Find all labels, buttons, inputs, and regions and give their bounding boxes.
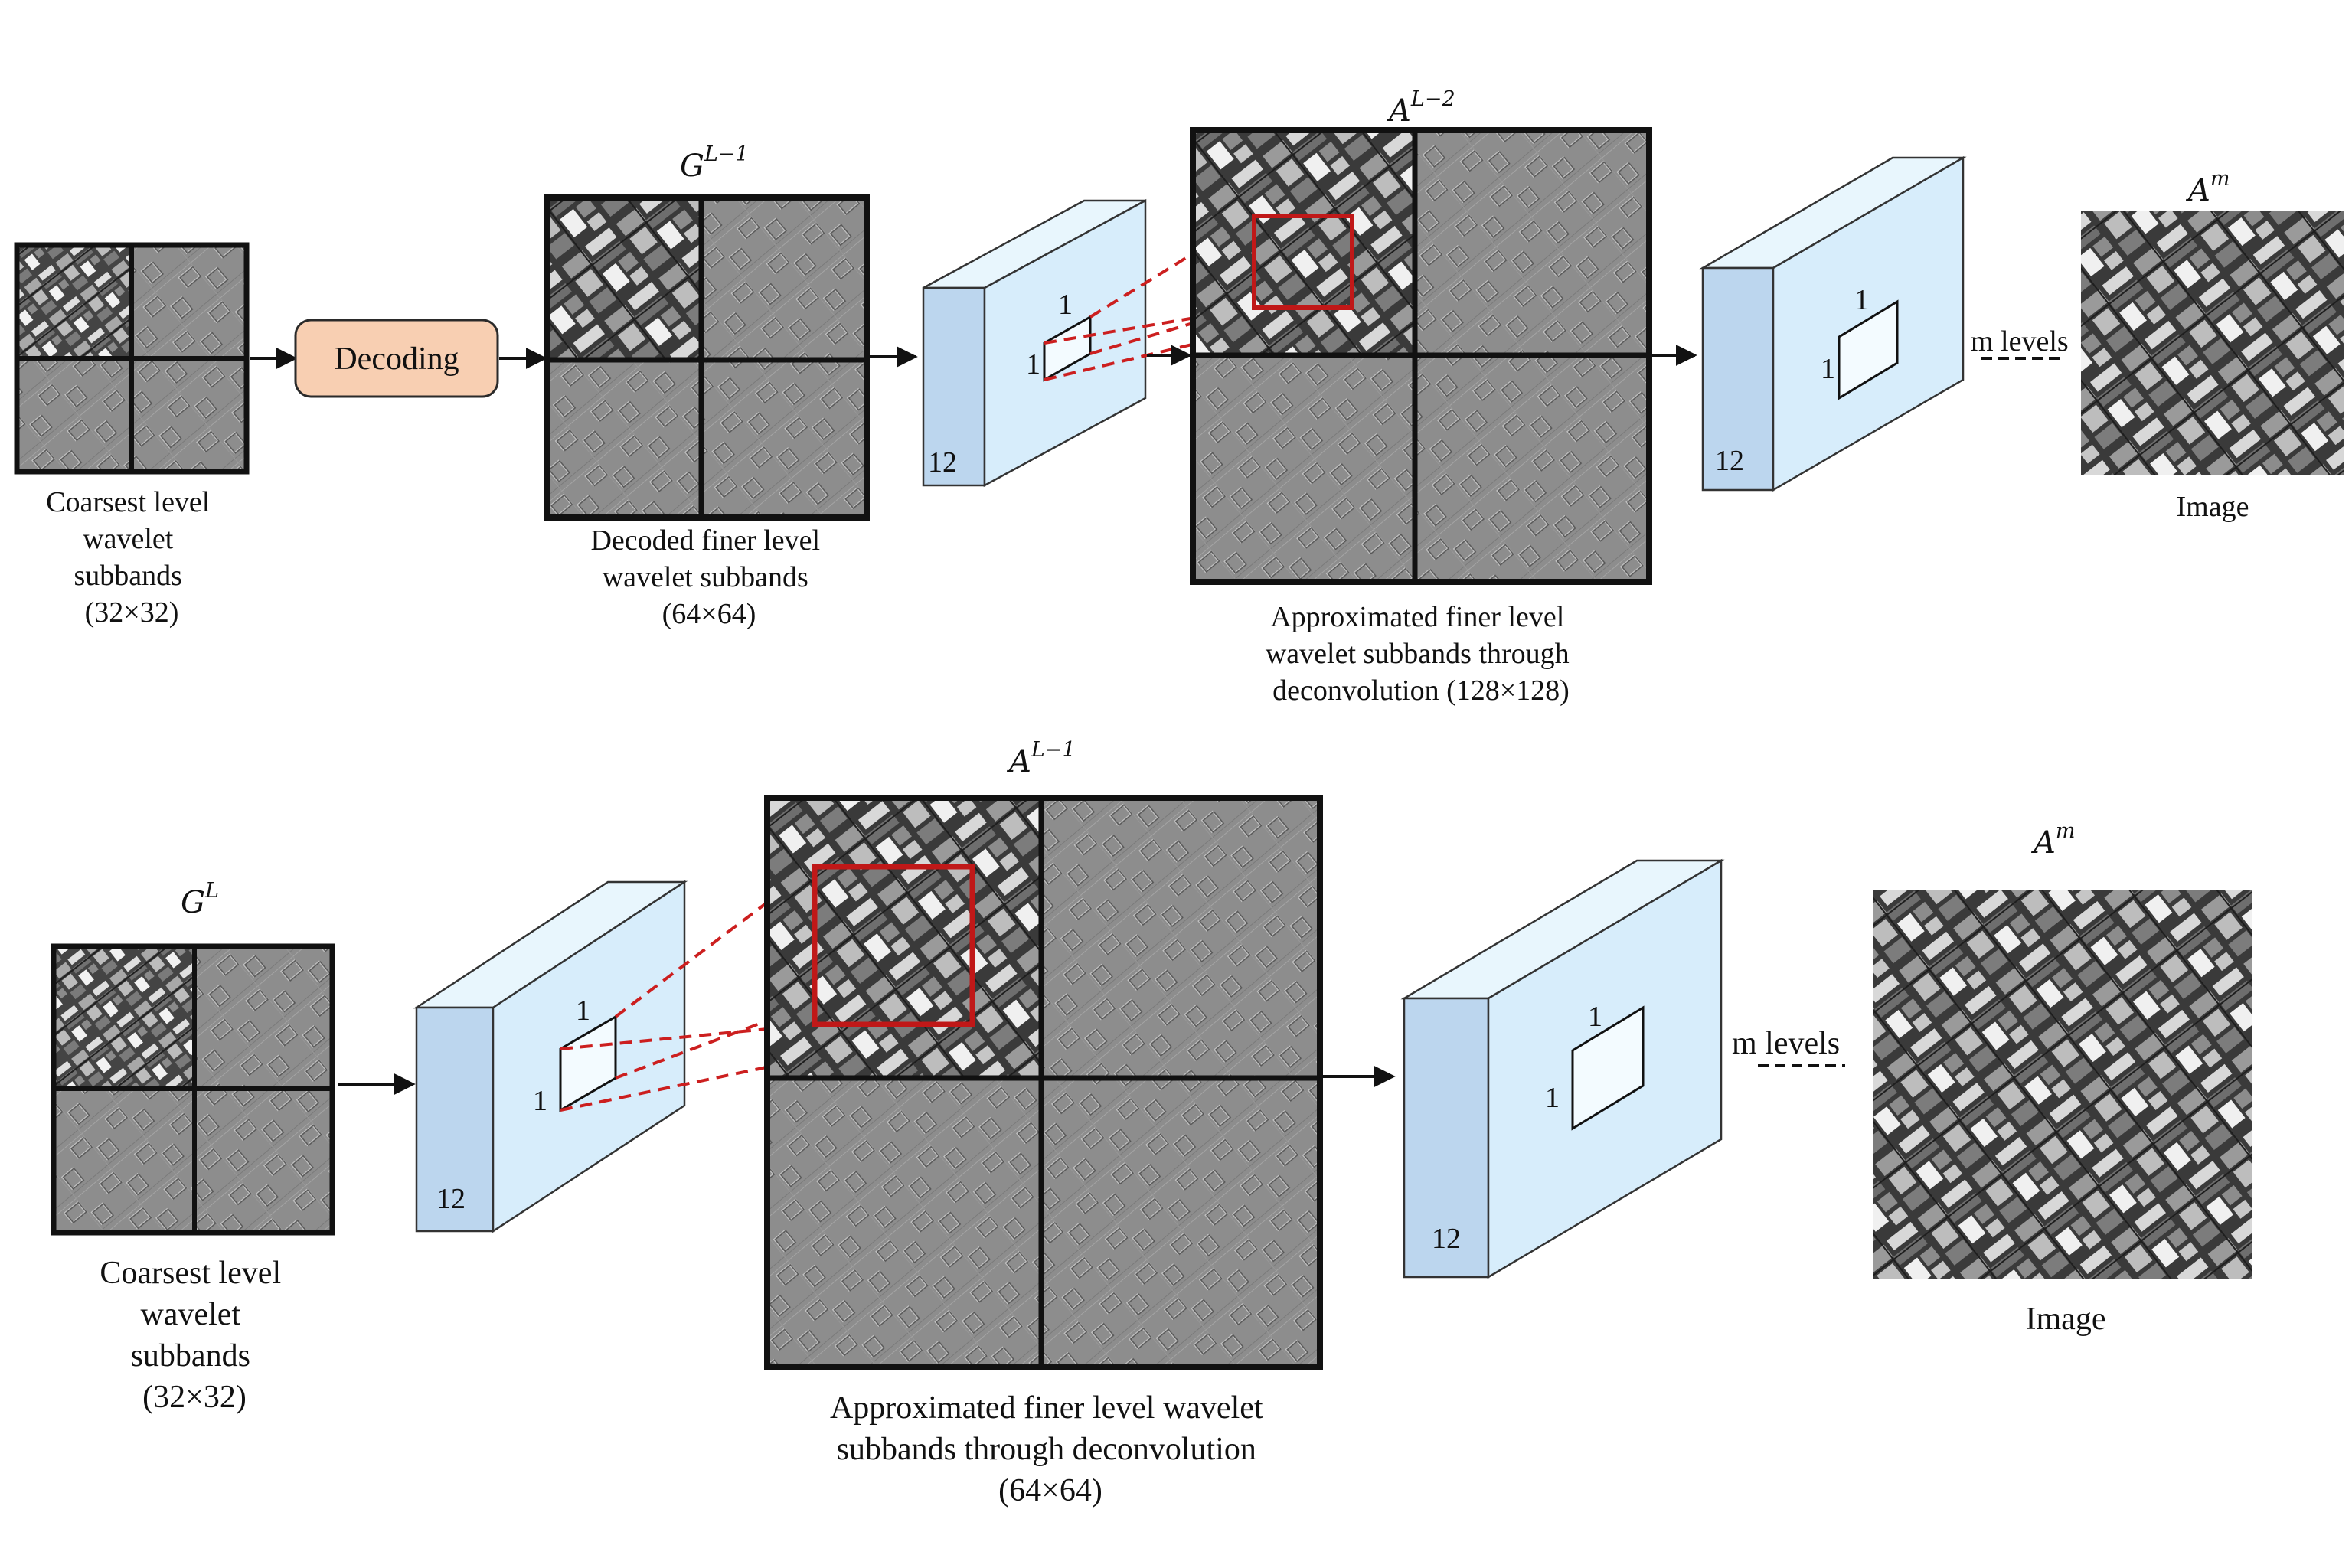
bottom-input-caption: Coarsest level wavelet subbands (32×32) (100, 1256, 289, 1415)
bottom-output-caption: Image (2026, 1302, 2106, 1337)
aerial-image-icon (767, 798, 1041, 1078)
bottom-deconv-block-2: 1 1 12 (1400, 858, 1725, 1279)
svg-text:1: 1 (1821, 353, 1835, 385)
channel-count: 12 (928, 446, 957, 479)
svg-text:1: 1 (1588, 1001, 1602, 1033)
bottom-m-levels-label: m levels (1732, 1026, 1840, 1061)
decoding-block: Decoding (294, 318, 499, 398)
bottom-input-subbands (51, 943, 335, 1236)
top-output-image (2081, 211, 2344, 475)
top-approx-symbol: AL−2 (1386, 87, 1455, 129)
bottom-input-symbol: GL (181, 879, 219, 920)
channel-count: 12 (1715, 445, 1744, 477)
top-output-symbol: Am (2185, 167, 2230, 208)
bottom-output-symbol: Am (2030, 819, 2076, 861)
top-approx-subbands (1190, 127, 1652, 585)
aerial-image-icon (547, 198, 701, 360)
top-highlight-region (1252, 214, 1354, 310)
top-coarsest-caption: Coarsest level wavelet subbands (32×32) (46, 486, 217, 629)
top-decoded-caption: Decoded finer level wavelet subbands (64… (590, 524, 827, 630)
top-m-levels-label: m levels (1971, 325, 2069, 358)
top-approx-caption: Approximated finer level wavelet subband… (1266, 601, 1576, 707)
kernel-window (1571, 1005, 1645, 1131)
top-output-caption: Image (2177, 491, 2249, 523)
top-deconv-block-1: 1 1 12 (922, 198, 1147, 488)
top-coarsest-subbands (14, 242, 250, 475)
svg-text:1: 1 (1058, 289, 1073, 321)
channel-count: 12 (436, 1183, 466, 1215)
kernel-window (1838, 299, 1899, 400)
top-deconv-block-2: 1 1 12 (1699, 155, 1967, 492)
bottom-approx-caption: Approximated finer level wavelet subband… (830, 1390, 1271, 1508)
top-decoded-symbol: GL−1 (680, 142, 749, 184)
aerial-image-icon (17, 245, 132, 358)
bottom-approx-symbol: AL−1 (1006, 738, 1076, 779)
bottom-output-image (1873, 890, 2252, 1279)
svg-text:1: 1 (576, 995, 590, 1027)
svg-text:1: 1 (1026, 348, 1040, 381)
svg-text:1: 1 (1854, 284, 1869, 316)
aerial-image-icon (54, 946, 194, 1089)
top-decoded-subbands (544, 194, 870, 521)
svg-text:1: 1 (1545, 1082, 1560, 1114)
decoding-label: Decoding (334, 341, 459, 377)
aerial-image-icon (1193, 130, 1415, 355)
bottom-highlight-region (812, 864, 975, 1027)
bottom-deconv-block-1: 1 1 12 (413, 880, 688, 1233)
channel-count: 12 (1432, 1223, 1461, 1255)
bottom-approx-subbands (764, 795, 1323, 1370)
svg-text:1: 1 (533, 1085, 547, 1117)
